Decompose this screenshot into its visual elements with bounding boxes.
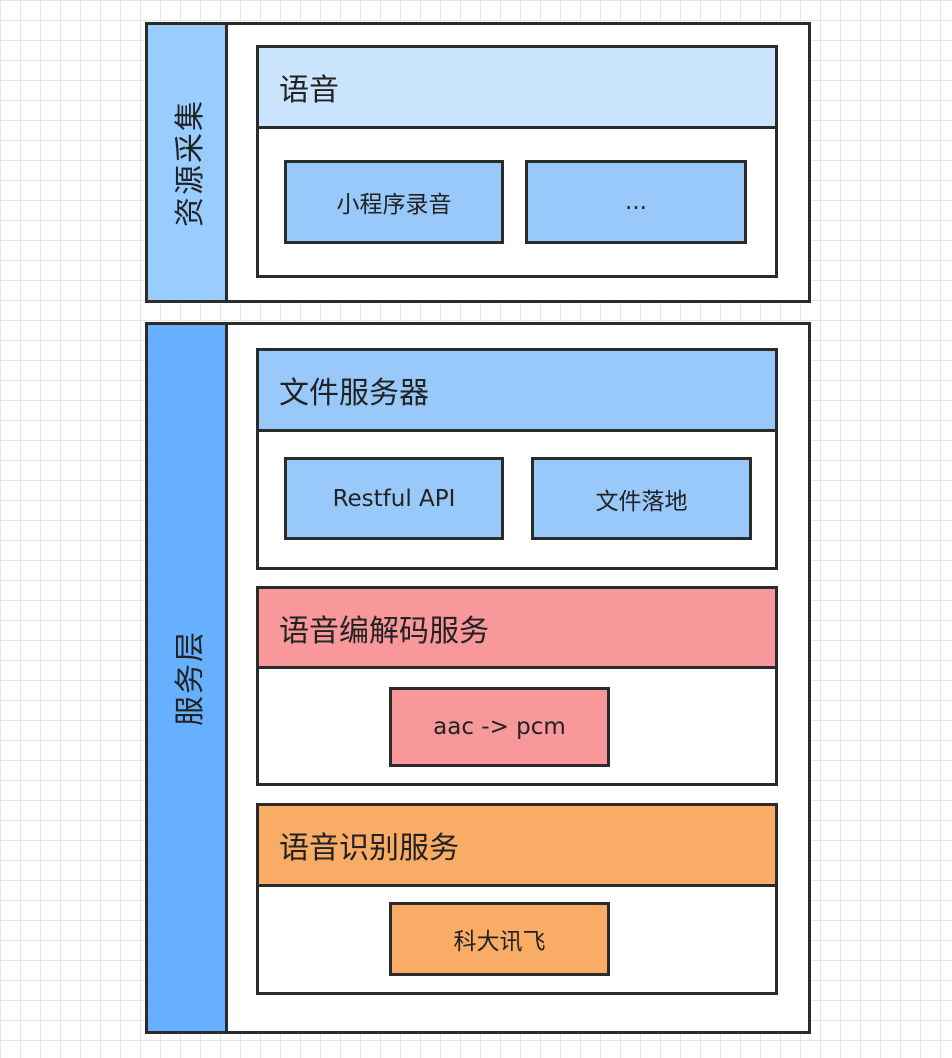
codec-service-header: 语音编解码服务 bbox=[256, 586, 778, 669]
service-layer-label: 服务层 bbox=[172, 630, 208, 726]
mini-program-recording-box: 小程序录音 bbox=[284, 160, 504, 244]
recognition-service-title: 语音识别服务 bbox=[279, 831, 459, 866]
more-sources-label: ... bbox=[625, 189, 647, 215]
restful-api-box: Restful API bbox=[284, 457, 504, 540]
voice-group-title: 语音 bbox=[279, 73, 339, 108]
voice-group-header: 语音 bbox=[256, 45, 778, 129]
more-sources-box: ... bbox=[525, 160, 747, 244]
iflytek-label: 科大讯飞 bbox=[453, 929, 546, 955]
file-server-title: 文件服务器 bbox=[279, 376, 429, 411]
resource-collection-label: 资源采集 bbox=[172, 98, 208, 227]
aac-to-pcm-label: aac -> pcm bbox=[433, 714, 566, 740]
file-server-header: 文件服务器 bbox=[256, 348, 778, 432]
iflytek-box: 科大讯飞 bbox=[389, 902, 610, 976]
aac-to-pcm-box: aac -> pcm bbox=[389, 687, 610, 767]
codec-service-title: 语音编解码服务 bbox=[279, 613, 489, 649]
mini-program-recording-label: 小程序录音 bbox=[336, 192, 452, 218]
file-storage-box: 文件落地 bbox=[531, 457, 752, 540]
recognition-service-header: 语音识别服务 bbox=[256, 803, 778, 887]
restful-api-label: Restful API bbox=[332, 485, 456, 512]
resource-collection-side-bar: 资源采集 bbox=[145, 22, 228, 303]
service-layer-side-bar: 服务层 bbox=[145, 322, 228, 1034]
file-storage-label: 文件落地 bbox=[595, 488, 688, 515]
